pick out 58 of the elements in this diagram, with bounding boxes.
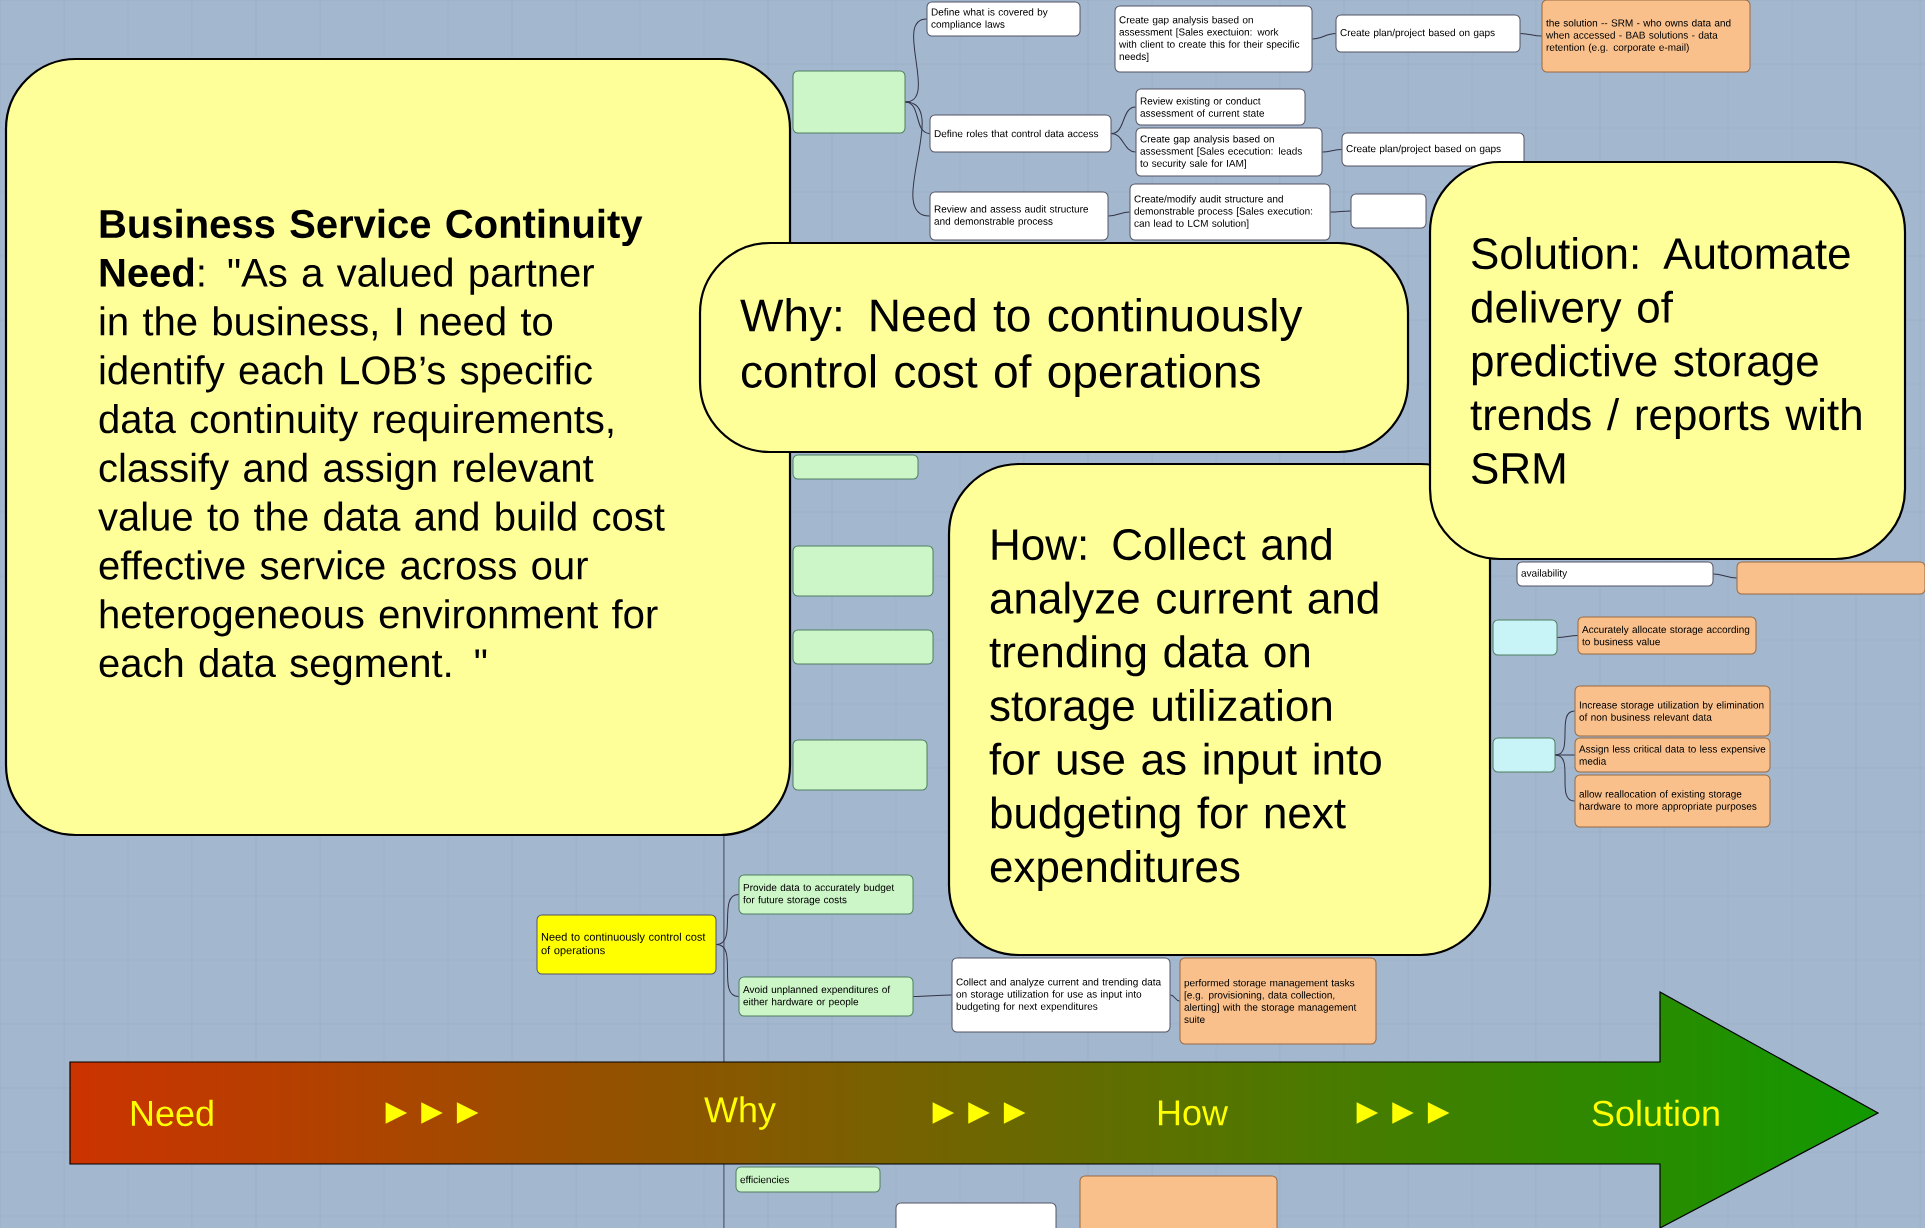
topic-box: efficiencies — [735, 1166, 881, 1193]
arrow-label: Why — [704, 1096, 776, 1130]
topic-box: Create/modify audit structure and demonstrable process [Sales execution: can lead to LCM solution] — [1129, 183, 1331, 241]
topic-box: Provide data to accurately budget for future storage costs — [738, 874, 914, 915]
topic-box: Create plan/project based on gaps — [1335, 14, 1521, 53]
arrow-label: Need — [131, 1099, 213, 1127]
connector-line — [1555, 754, 1575, 756]
topic-box: Review existing or conduct assessment of current state — [1135, 88, 1306, 126]
topic-box: Accurately allocate storage according to business value — [1577, 616, 1757, 655]
topic-box: allow reallocation of existing storage hardware to more appropriate purposes — [1574, 774, 1771, 828]
topic-box: Define roles that control data access — [929, 114, 1112, 153]
topic-box: the solution -- SRM - who owns data and when accessed - BAB solutions - data retention (e.g. corporate e-mail) — [1541, 0, 1751, 73]
topic-box: Collect and analyze current and trending data on storage utilization for use as input into budgeting for next expenditures — [951, 957, 1171, 1033]
topic-box — [792, 454, 919, 480]
connector-line — [716, 894, 739, 945]
topic-box — [1350, 193, 1427, 229]
topic-box: Create gap analysis based on assessment [Sales exectuion: work with client to create this for their specific needs] — [1114, 5, 1313, 73]
connector-line — [1555, 754, 1575, 802]
connector-line — [1111, 133, 1136, 153]
callout-bubble: Why: Need to continuously control cost of operations — [698, 241, 1410, 454]
connector-line — [1111, 106, 1136, 134]
topic-box — [792, 70, 906, 134]
topic-box: Create plan/project based on gaps — [1341, 132, 1525, 167]
connector-line — [905, 18, 927, 103]
connector-line — [1520, 33, 1542, 37]
connector-line — [1713, 573, 1737, 579]
connector-line — [913, 994, 952, 997]
topic-box: Define what is covered by compliance laws — [926, 1, 1081, 37]
topic-box: performed storage management tasks [e.g. provisioning, data collection, alerting] with the storage management suite — [1179, 957, 1377, 1045]
connector-line — [1557, 635, 1578, 638]
arrow-label: How — [1158, 1100, 1229, 1126]
callout-bubble: Solution: Automate delivery of predictive storage trends / reports with SRM — [1428, 160, 1907, 561]
topic-box — [1492, 737, 1556, 773]
topic-box — [792, 545, 934, 597]
connector-line — [1108, 211, 1130, 217]
topic-box — [1736, 561, 1925, 595]
connector-line — [905, 101, 930, 217]
topic-box — [1079, 1175, 1278, 1228]
topic-box — [792, 629, 934, 665]
topic-box: Increase storage utilization by elimination of non business relevant data — [1574, 685, 1771, 737]
topic-box — [1492, 619, 1558, 656]
connector-line — [716, 944, 739, 997]
connector-line — [1330, 210, 1351, 213]
topic-box: Create gap analysis based on assessment [Sales ececution: leads to security sale for IAM] — [1135, 127, 1323, 177]
arrow-label: Solution — [1592, 1099, 1719, 1127]
topic-box: availability — [1516, 561, 1714, 587]
connector-line — [1312, 33, 1336, 40]
topic-box: Need to continuously control cost of operations — [536, 914, 717, 975]
topic-box: Review and assess audit structure and demonstrable process — [929, 191, 1109, 241]
topic-box: Avoid unplanned expenditures of either hardware or people — [738, 976, 914, 1017]
connector-line — [1170, 994, 1180, 1002]
connector-line — [1322, 149, 1342, 153]
topic-box: Assign less critical data to less expensive media — [1574, 737, 1771, 773]
arrow-label: ►►► — [385, 1102, 479, 1124]
arrow-label: ►►► — [1356, 1102, 1450, 1124]
topic-box — [895, 1202, 1057, 1228]
arrow-label: ►►► — [932, 1102, 1026, 1124]
topic-box — [792, 739, 928, 791]
